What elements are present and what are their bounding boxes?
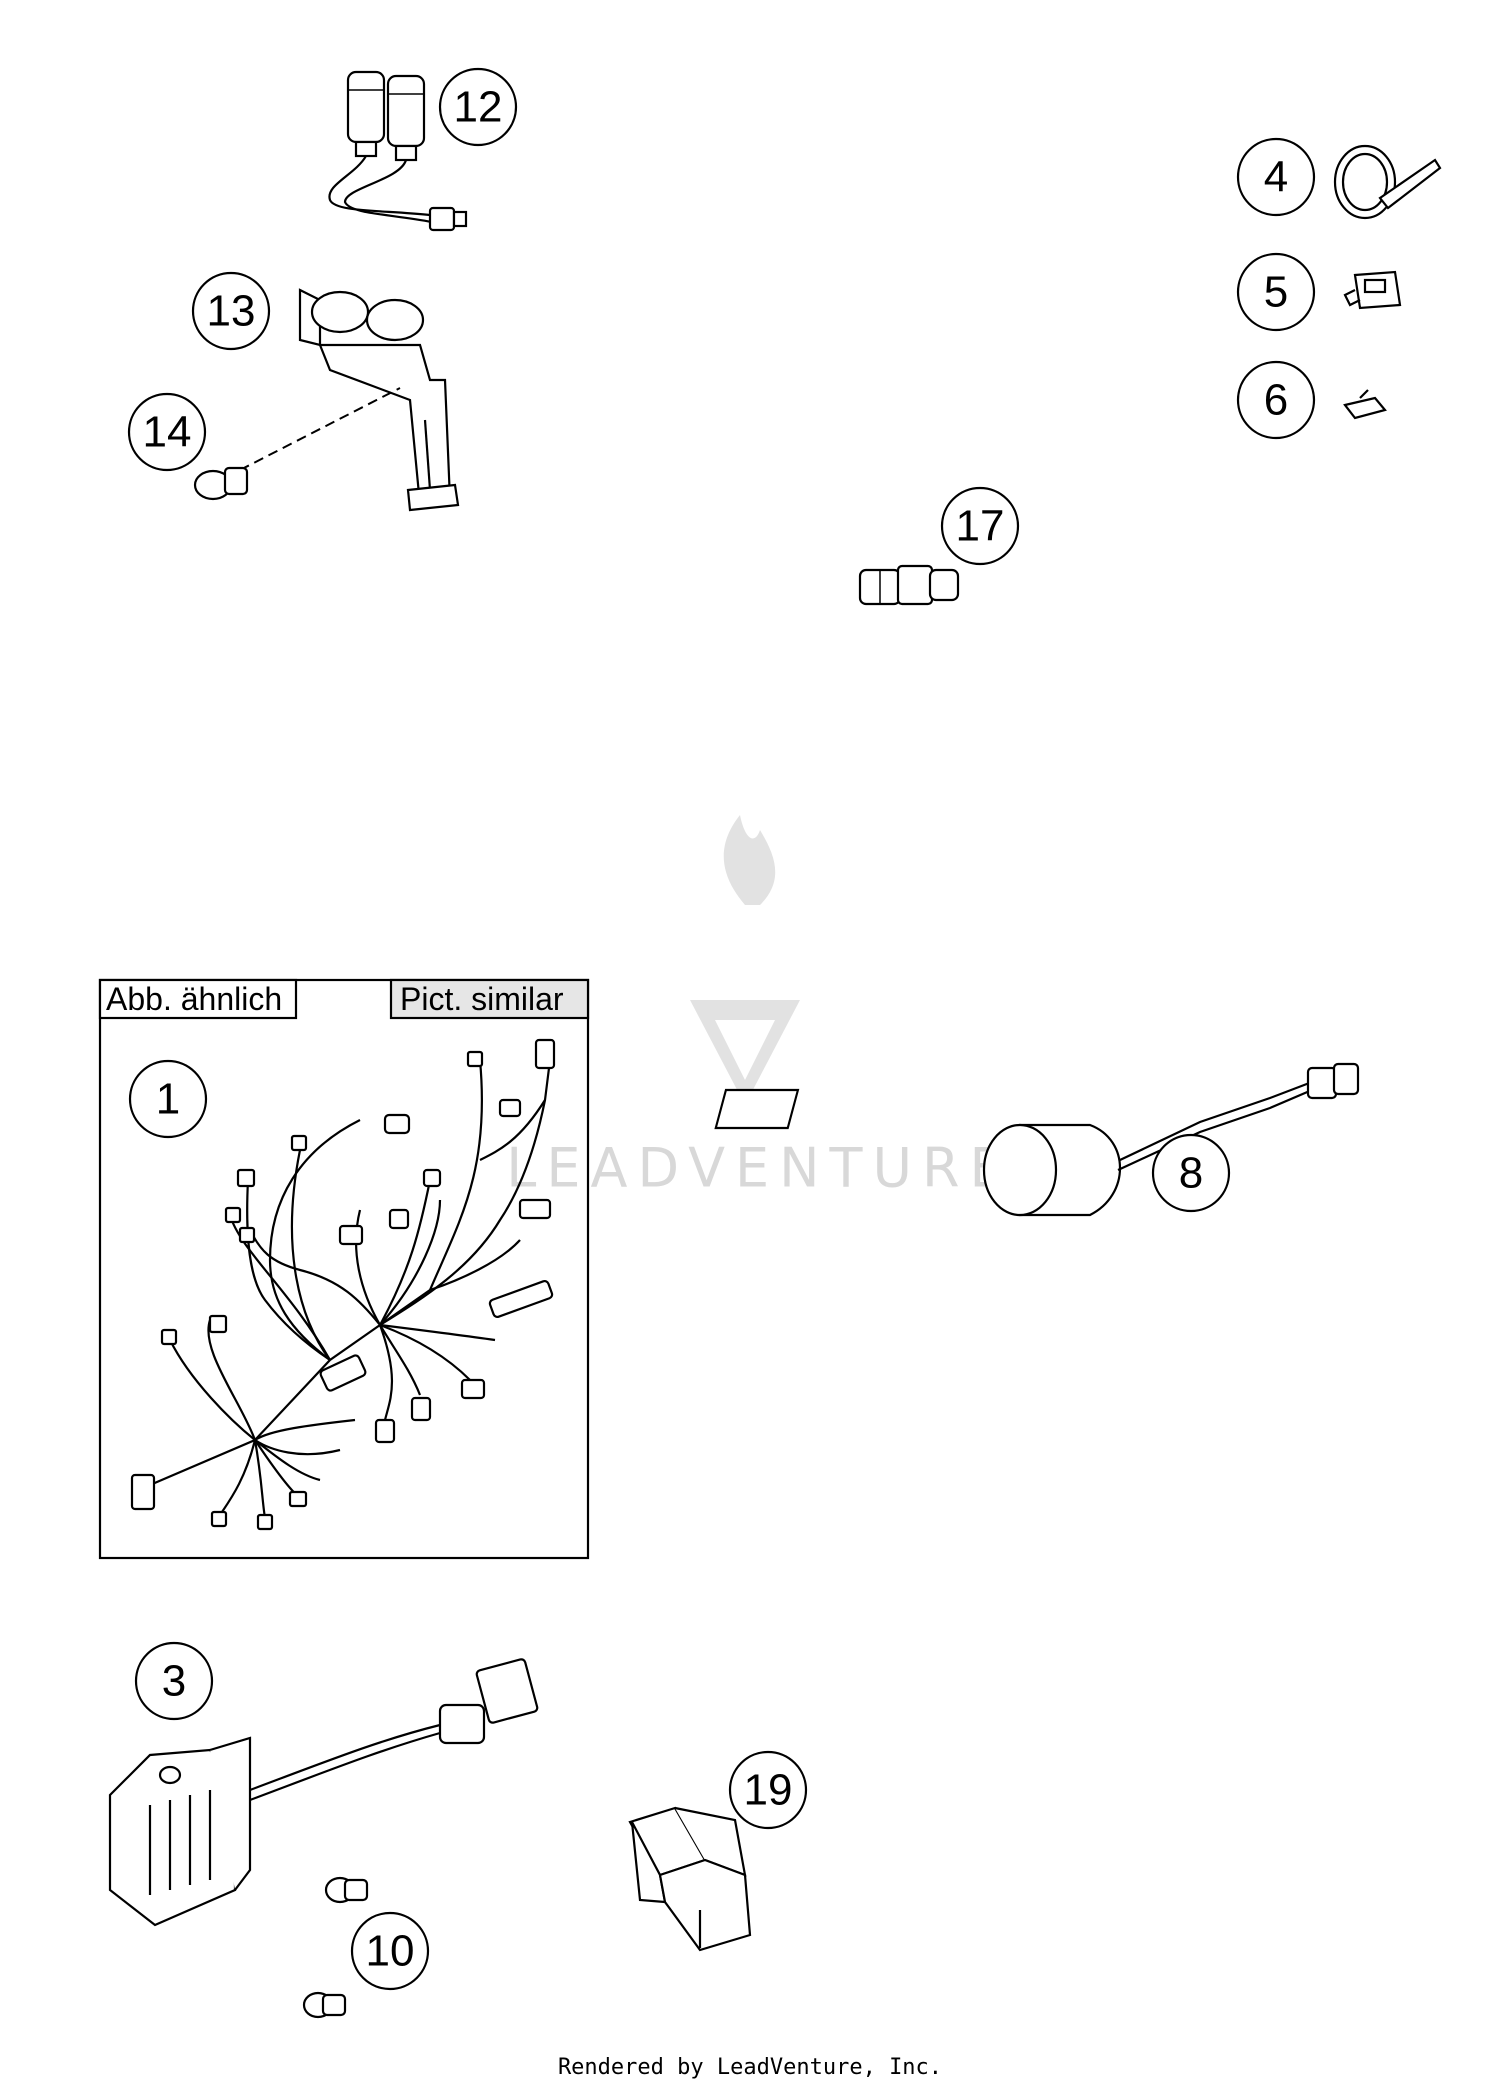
- label-similar-en: Pict. similar: [400, 981, 564, 1017]
- label-similar-de: Abb. ähnlich: [106, 981, 282, 1017]
- callout-10-label: 10: [366, 1927, 415, 1976]
- callout-10: 10: [350, 1911, 430, 1991]
- footer-credit: Rendered by LeadVenture, Inc.: [557, 2055, 943, 2080]
- callout-1: 1: [128, 1059, 208, 1139]
- harness-connectors: [130, 1038, 556, 1531]
- harness-wires: [149, 1059, 552, 1519]
- callout-6-label: 6: [1264, 376, 1288, 425]
- part-14-bolt: [193, 387, 401, 501]
- harness-frame: [98, 978, 590, 1560]
- callout-4-label: 4: [1264, 153, 1288, 202]
- part-4-cable-tie: [1333, 144, 1442, 220]
- callout-8: 8: [1151, 1133, 1231, 1213]
- callout-5: 5: [1236, 252, 1316, 332]
- part-10-screws: [302, 1876, 369, 2019]
- callout-17-label: 17: [956, 502, 1005, 551]
- part-3-regulator: [108, 1658, 539, 1927]
- watermark-logo-icon: [690, 815, 800, 1105]
- callout-19-label: 19: [744, 1766, 793, 1815]
- label-box-en: [389, 978, 590, 1020]
- part-5-clip: [1343, 270, 1402, 310]
- callout-17: 17: [940, 486, 1020, 566]
- part-17-connector: [858, 564, 960, 606]
- callout-13: 13: [191, 271, 271, 351]
- label-box-de: [98, 978, 298, 1020]
- part-13-bracket: [298, 288, 460, 512]
- callout-3-label: 3: [162, 1657, 186, 1706]
- part-8-component: [714, 1062, 1360, 1217]
- part-1-wiring-harness: Abb. ähnlich Pict. similar: [98, 978, 590, 1560]
- part-6-small-clip: [1343, 389, 1387, 420]
- part-19-relay: [628, 1806, 752, 1952]
- watermark-text: LEADVENTURE: [506, 1137, 1013, 1200]
- watermark: LEADVENTURE: [506, 815, 1013, 1200]
- callout-14-label: 14: [143, 408, 192, 457]
- callout-12: 12: [438, 67, 518, 147]
- callout-13-label: 13: [207, 287, 256, 336]
- callout-5-label: 5: [1264, 268, 1288, 317]
- callout-4: 4: [1236, 137, 1316, 217]
- callout-12-label: 12: [454, 83, 503, 132]
- callout-3: 3: [134, 1641, 214, 1721]
- callout-8-label: 8: [1179, 1149, 1203, 1198]
- callout-14: 14: [127, 392, 207, 472]
- callout-1-label: 1: [156, 1075, 180, 1124]
- callout-19: 19: [728, 1750, 808, 1830]
- callout-6: 6: [1236, 360, 1316, 440]
- part-12-connector-cable: [328, 70, 468, 232]
